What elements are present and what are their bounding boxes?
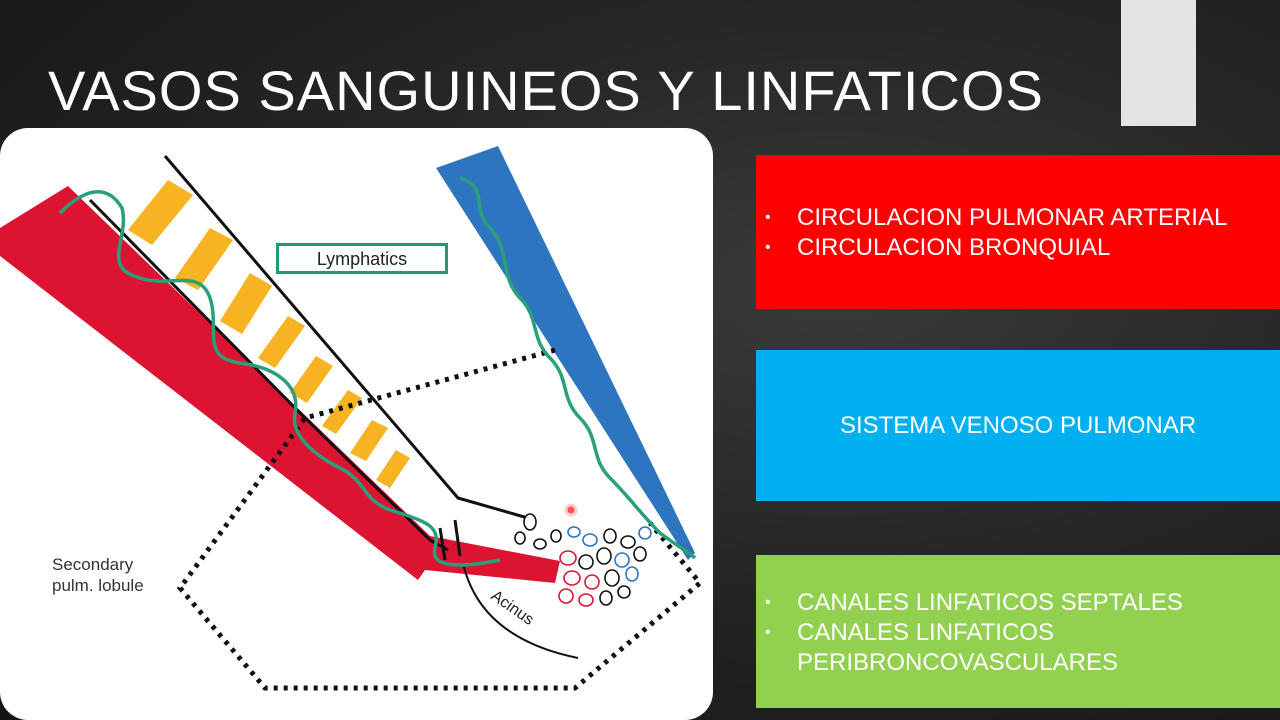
secondary-lobule-label: Secondary pulm. lobule: [52, 554, 144, 596]
lymphatic-channels-box: •CANALES LINFATICOS SEPTALES •CANALES LI…: [756, 555, 1280, 708]
lobule-diagram: Acinus: [0, 146, 704, 691]
list-item: •CIRCULACION BRONQUIAL: [765, 234, 1111, 261]
lymphatic-vessel-vein: [459, 176, 697, 560]
lymphatic-vessel-artery: [58, 190, 501, 567]
pulmonary-vein: [436, 146, 695, 560]
acinus-label: Acinus: [488, 587, 537, 628]
bullet-icon: •: [765, 594, 771, 611]
bullet-icon: •: [765, 209, 771, 226]
corner-decoration: [1121, 0, 1196, 126]
list-item: •CANALES LINFATICOS SEPTALES: [765, 589, 1183, 616]
alveoli-cluster: [514, 513, 652, 607]
acinus-arc: [462, 562, 579, 659]
slide-title: VASOS SANGUINEOS Y LINFATICOS: [48, 59, 1044, 122]
bronchus-walls: [88, 155, 536, 561]
bronchus-cartilage: [128, 180, 410, 488]
list-item: •CIRCULACION PULMONAR ARTERIAL: [765, 204, 1228, 231]
lung-lobule-figure: Acinus Lymphatics Secondary pulm. lobule: [0, 128, 713, 720]
lobule-label-line1: Secondary: [52, 555, 134, 574]
secondary-lobule-outline: [176, 347, 704, 691]
arterial-list: •CIRCULACION PULMONAR ARTERIAL •CIRCULAC…: [756, 203, 1280, 263]
pulmonary-artery: [0, 186, 560, 583]
bullet-icon: •: [765, 624, 771, 641]
list-item: •CANALES LINFATICOS PERIBRONCOVASCULARES: [765, 619, 1118, 676]
venous-system-text: SISTEMA VENOSO PULMONAR: [839, 411, 1197, 439]
venous-system-box: SISTEMA VENOSO PULMONAR: [756, 350, 1280, 501]
lymphatics-label: Lymphatics: [276, 243, 448, 274]
lymphatic-list: •CANALES LINFATICOS SEPTALES •CANALES LI…: [756, 588, 1280, 678]
arterial-circulation-box: •CIRCULACION PULMONAR ARTERIAL •CIRCULAC…: [756, 155, 1280, 309]
laser-pointer: [564, 503, 578, 517]
lobule-label-line2: pulm. lobule: [52, 576, 144, 595]
bullet-icon: •: [765, 239, 771, 256]
